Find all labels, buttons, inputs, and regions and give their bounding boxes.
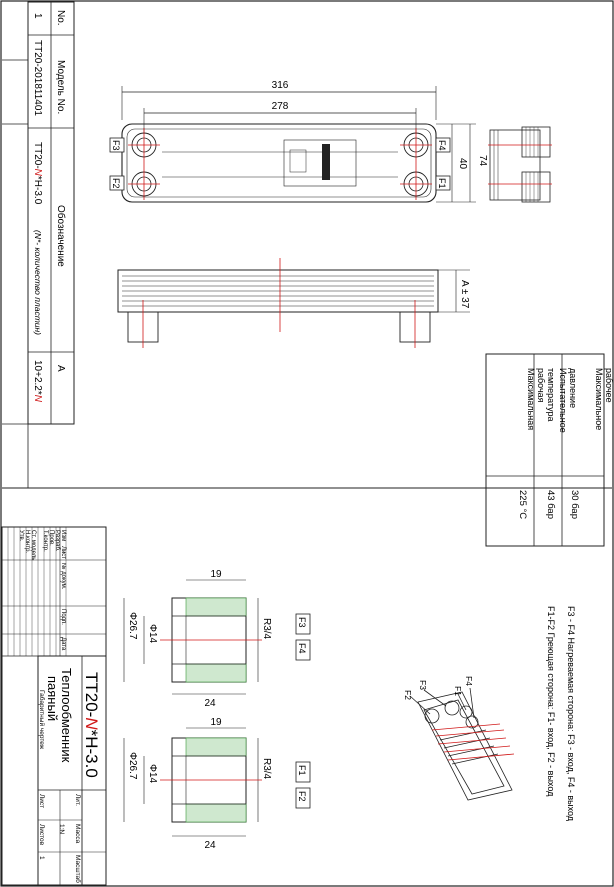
- product-code: TT20-N*H-3.0: [82, 672, 101, 778]
- svg-text:F4: F4: [437, 140, 447, 151]
- svg-text:1:N: 1:N: [58, 824, 65, 834]
- dim-port-distance: 278: [272, 101, 289, 112]
- fitting-bottom-dim-thread: R3/4: [261, 758, 272, 780]
- svg-text:Лист: Лист: [60, 546, 66, 559]
- fitting-bottom-dim-len: 19: [210, 717, 222, 728]
- svg-text:Пров.: Пров.: [48, 530, 54, 546]
- legend-line-heated: F3 - F4 Нагреваемая сторона: F3 - вход, …: [566, 606, 576, 822]
- fitting-bottom-tags: F1 F2: [295, 761, 311, 809]
- param-max-pressure-label: Максимальноерабочеедавление: [594, 368, 614, 430]
- spec-header-designation: Обозначение: [55, 205, 67, 267]
- fitting-top-dim-inner: Φ14: [147, 624, 158, 644]
- product-name-line1: Теплообменник: [59, 668, 74, 763]
- svg-text:Дата: Дата: [60, 637, 66, 651]
- port-tag-f3: F3: [109, 137, 125, 153]
- port-tag-f2: F2: [109, 175, 125, 191]
- front-view: [121, 86, 551, 203]
- dim-overall-length: 316: [272, 80, 289, 91]
- dim-port-spacing: 40: [457, 158, 468, 170]
- front-view-centerlines: [128, 128, 552, 200]
- params-table: Максимальноерабочеедавление Испытательно…: [485, 353, 614, 547]
- svg-text:Утв.: Утв.: [18, 530, 24, 542]
- title-block-header-labels: Изм Лист № докум. Подп. Дата Разраб. Про…: [18, 530, 67, 651]
- svg-text:F3: F3: [297, 617, 307, 628]
- param-test-pressure-value: 43 бар: [545, 490, 556, 519]
- svg-text:Т.контр.: Т.контр.: [42, 530, 48, 552]
- drawing-type: Габаритный чертеж: [38, 690, 46, 750]
- iso-port-f3: F3: [418, 680, 428, 690]
- spec-table: No. Модель No. Обозначение A 1 TT20-2018…: [2, 1, 612, 489]
- spec-row-no: 1: [32, 13, 43, 19]
- svg-text:Листов: Листов: [38, 824, 45, 846]
- side-view-centerlines: [142, 258, 416, 348]
- spec-header-model: Модель No.: [55, 60, 66, 114]
- fitting-top-dim-total: 24: [204, 698, 216, 709]
- spec-header-rev: A: [55, 365, 66, 372]
- fitting-detail-bottom: [123, 727, 259, 837]
- param-max-temp-value: 225 °C: [517, 490, 528, 519]
- svg-text:Лист: Лист: [38, 794, 45, 808]
- spec-row-length: 10+2.2*N: [32, 360, 43, 403]
- spec-row-designation: TT20-N*H-3.0: [32, 142, 43, 205]
- fitting-bottom-dim-inner: Φ14: [147, 764, 158, 784]
- iso-sketch: [409, 687, 513, 801]
- fitting-bottom-dim-outer: Φ26.7: [127, 752, 138, 780]
- svg-text:F2: F2: [297, 791, 307, 802]
- fitting-top-tags: F3 F4: [295, 613, 311, 661]
- product-name-line2: паяный: [45, 676, 60, 721]
- iso-port-f1: F1: [453, 686, 463, 696]
- svg-text:Лит.: Лит.: [74, 794, 81, 806]
- fitting-top-dim-thread: R3/4: [261, 618, 272, 640]
- param-test-pressure-label: Испытательноедавление: [558, 368, 578, 433]
- side-view: [117, 269, 470, 343]
- svg-text:№ докум.: № докум.: [60, 563, 67, 590]
- svg-text:F3: F3: [111, 140, 121, 151]
- param-max-temp-label: Максимальнаярабочаятемпература: [526, 368, 556, 430]
- iso-port-f2: F2: [403, 690, 413, 700]
- title-block-info-cells: Лит. Масса Масштаб 1:N Лист Листов 1: [38, 794, 82, 883]
- svg-text:Н.контр.: Н.контр.: [24, 530, 30, 553]
- spec-row-note: (N*- количество пластин): [33, 230, 43, 335]
- fitting-bottom-dim-total: 24: [204, 840, 216, 851]
- svg-text:F1: F1: [437, 178, 447, 189]
- svg-text:Ст. модель: Ст. модель: [30, 530, 36, 560]
- port-tag-f4: F4: [435, 137, 451, 153]
- fitting-top-dim-outer: Φ26.7: [127, 612, 138, 640]
- iso-sketch-flow-lines: [431, 723, 515, 761]
- legend-line-heating: F1-F2 Греющая сторона: F1- вход, F2 - вы…: [546, 606, 556, 797]
- svg-text:Подп.: Подп.: [60, 609, 66, 625]
- dim-plate-height: 74: [477, 155, 488, 167]
- port-tag-f1: F1: [435, 175, 451, 191]
- svg-text:F1: F1: [297, 765, 307, 776]
- svg-text:1: 1: [38, 856, 45, 860]
- dim-side-thickness: A ± 37: [459, 280, 470, 309]
- svg-text:F4: F4: [297, 643, 307, 654]
- svg-text:Разраб.: Разраб.: [54, 530, 60, 552]
- iso-port-f4: F4: [464, 676, 474, 686]
- title-block: [1, 526, 107, 886]
- fitting-detail-top: [123, 579, 259, 695]
- svg-text:Масштаб: Масштаб: [74, 855, 82, 883]
- spec-header-no: No.: [55, 10, 66, 26]
- svg-text:Масса: Масса: [74, 824, 81, 844]
- svg-text:F2: F2: [111, 178, 121, 189]
- spec-row-model: TT20-201811401: [32, 40, 43, 116]
- fitting-top-dim-len: 19: [210, 569, 222, 580]
- param-max-pressure-value: 30 бар: [569, 490, 580, 519]
- svg-text:Изм: Изм: [60, 530, 66, 541]
